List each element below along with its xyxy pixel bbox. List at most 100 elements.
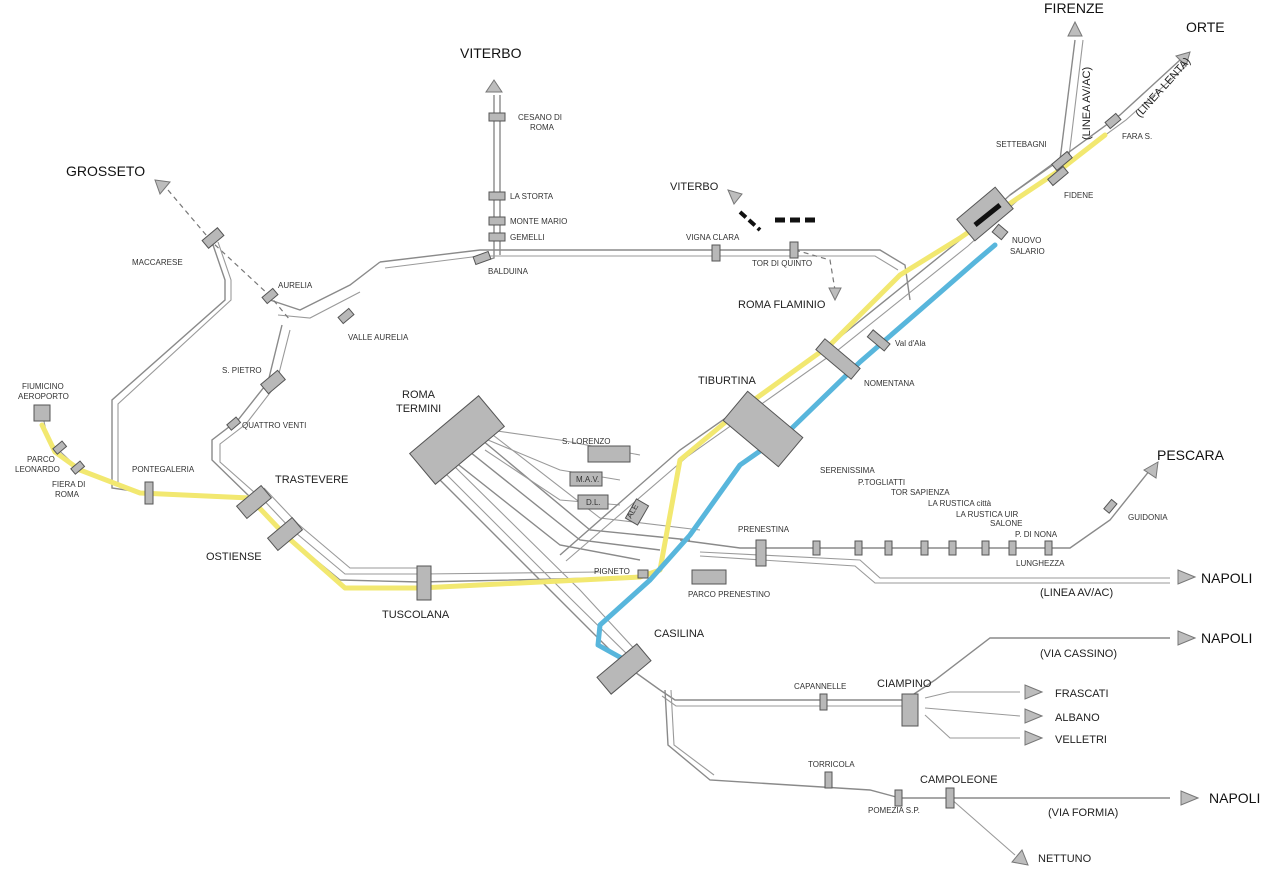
dest-velletri: VELLETRI	[1055, 734, 1107, 746]
station-block-icon	[819, 693, 828, 711]
station-block-icon	[488, 191, 506, 201]
label-gemelli: GEMELLI	[510, 233, 545, 242]
label-fiera-1: FIERA DI	[52, 480, 85, 489]
label-parco-leonardo-2: LEONARDO	[15, 465, 60, 474]
dest-napoli-1: NAPOLI	[1201, 570, 1252, 586]
station-block-icon	[416, 565, 432, 601]
label-maccarese: MACCARESE	[132, 258, 183, 267]
dest-napoli-3: NAPOLI	[1209, 790, 1260, 806]
station-block-icon	[691, 569, 727, 585]
arrow-icon	[1175, 51, 1191, 67]
label-fidene: FIDENE	[1064, 191, 1093, 200]
label-settebagni: SETTEBAGNI	[996, 140, 1047, 149]
station-block-icon	[52, 440, 68, 455]
station-block-icon	[226, 416, 242, 431]
label-p-di-nona: P. DI NONA	[1015, 530, 1058, 539]
arrow-icon	[1143, 461, 1159, 479]
dest-nettuno: NETTUNO	[1038, 853, 1092, 865]
label-monte-mario: MONTE MARIO	[510, 217, 567, 226]
label-parco-prenestino: PARCO PRENESTINO	[688, 590, 770, 599]
station-block-icon	[884, 540, 893, 556]
arrow-icon	[1024, 730, 1044, 746]
note-via-formia: (VIA FORMIA)	[1048, 807, 1118, 819]
label-pomezia: POMEZIA S.P.	[868, 806, 920, 815]
dest-pescara: PESCARA	[1157, 447, 1225, 463]
station-block-icon	[337, 307, 355, 325]
label-nuovo-salario-2: SALARIO	[1010, 247, 1045, 256]
label-serenissima: SERENISSIMA	[820, 466, 875, 475]
station-block-icon	[981, 540, 990, 556]
station-block-icon	[854, 540, 863, 556]
label-nomentana: NOMENTANA	[864, 379, 915, 388]
station-block-icon	[596, 643, 652, 695]
station-block-icon	[408, 395, 506, 485]
major-station-labels: ROMA TERMINI TIBURTINA TRASTEVERE OSTIEN…	[206, 375, 998, 786]
station-block-icon	[991, 223, 1009, 241]
label-fiumicino-2: AEROPORTO	[18, 392, 69, 401]
label-valle-aurelia: VALLE AURELIA	[348, 333, 409, 342]
note-linea-av-ac-top: (LINEA AV/AC)	[1081, 67, 1093, 140]
note-linea-lenta: (LINEA LENTA)	[1133, 55, 1193, 120]
station-block-icon	[866, 329, 891, 352]
station-block-icon	[488, 216, 506, 226]
label-la-rustica-citta: LA RUSTICA città	[928, 499, 992, 508]
label-ciampino: CIAMPINO	[877, 678, 932, 690]
label-pigneto: PIGNETO	[594, 567, 630, 576]
dest-viterbo-top: VITERBO	[460, 45, 522, 61]
station-block-icon	[488, 112, 506, 122]
label-s-lorenzo: S. LORENZO	[562, 437, 610, 446]
station-block-icon	[1047, 165, 1069, 187]
station-blocks	[33, 112, 1122, 809]
arrow-icon	[1067, 20, 1083, 37]
station-block-icon	[637, 569, 649, 579]
blue-line	[595, 242, 998, 663]
station-block-icon	[1044, 540, 1053, 556]
station-block-icon	[587, 445, 631, 463]
dest-napoli-2: NAPOLI	[1201, 630, 1252, 646]
label-prenestina: PRENESTINA	[738, 525, 790, 534]
yellow-line	[39, 132, 1108, 591]
label-pontegaleria: PONTEGALERIA	[132, 465, 195, 474]
station-block-icon	[755, 539, 767, 567]
label-guidonia: GUIDONIA	[1128, 513, 1168, 522]
station-block-icon	[260, 369, 286, 395]
station-block-icon	[261, 287, 279, 305]
station-block-icon	[488, 232, 506, 242]
station-block-icon	[472, 250, 492, 266]
label-roma-termini-2: TERMINI	[396, 403, 441, 415]
label-trastevere: TRASTEVERE	[275, 474, 348, 486]
station-block-icon	[624, 498, 650, 526]
arrow-icon	[828, 287, 842, 302]
arrow-icon	[1177, 630, 1197, 646]
label-fiera-2: ROMA	[55, 490, 80, 499]
label-ostiense: OSTIENSE	[206, 551, 262, 563]
label-quattro-venti: QUATTRO VENTI	[242, 421, 306, 430]
destination-labels: VITERBO FIRENZE ORTE GROSSETO VITERBO RO…	[66, 0, 1260, 865]
station-block-icon	[1051, 150, 1073, 172]
dest-firenze: FIRENZE	[1044, 0, 1104, 16]
note-via-cassino: (VIA CASSINO)	[1040, 648, 1117, 660]
label-lunghezza: LUNGHEZZA	[1016, 559, 1065, 568]
direction-arrows	[154, 20, 1200, 866]
arrow-icon	[1177, 569, 1197, 585]
label-casilina: CASILINA	[654, 628, 705, 640]
label-s-pietro: S. PIETRO	[222, 366, 262, 375]
station-block-icon	[789, 241, 799, 259]
dest-albano: ALBANO	[1055, 712, 1100, 724]
station-block-icon	[569, 471, 603, 487]
label-nuovo-salario-1: NUOVO	[1012, 236, 1041, 245]
minor-station-labels: CESANO DI ROMA LA STORTA MONTE MARIO GEM…	[15, 113, 1168, 815]
label-cesano-2: ROMA	[530, 123, 555, 132]
label-fara-s: FARA S.	[1122, 132, 1152, 141]
station-block-icon	[711, 244, 721, 262]
label-torricola: TORRICOLA	[808, 760, 855, 769]
label-val-d-ala: Val d'Ala	[895, 339, 926, 348]
dest-roma-flaminio: ROMA FLAMINIO	[738, 299, 826, 311]
note-linea-av-ac-bottom: (LINEA AV/AC)	[1040, 587, 1113, 599]
station-block-icon	[901, 693, 919, 727]
works-marker	[738, 203, 1002, 232]
station-block-icon	[70, 460, 86, 475]
arrow-icon	[1011, 849, 1029, 866]
label-cesano-1: CESANO DI	[518, 113, 562, 122]
